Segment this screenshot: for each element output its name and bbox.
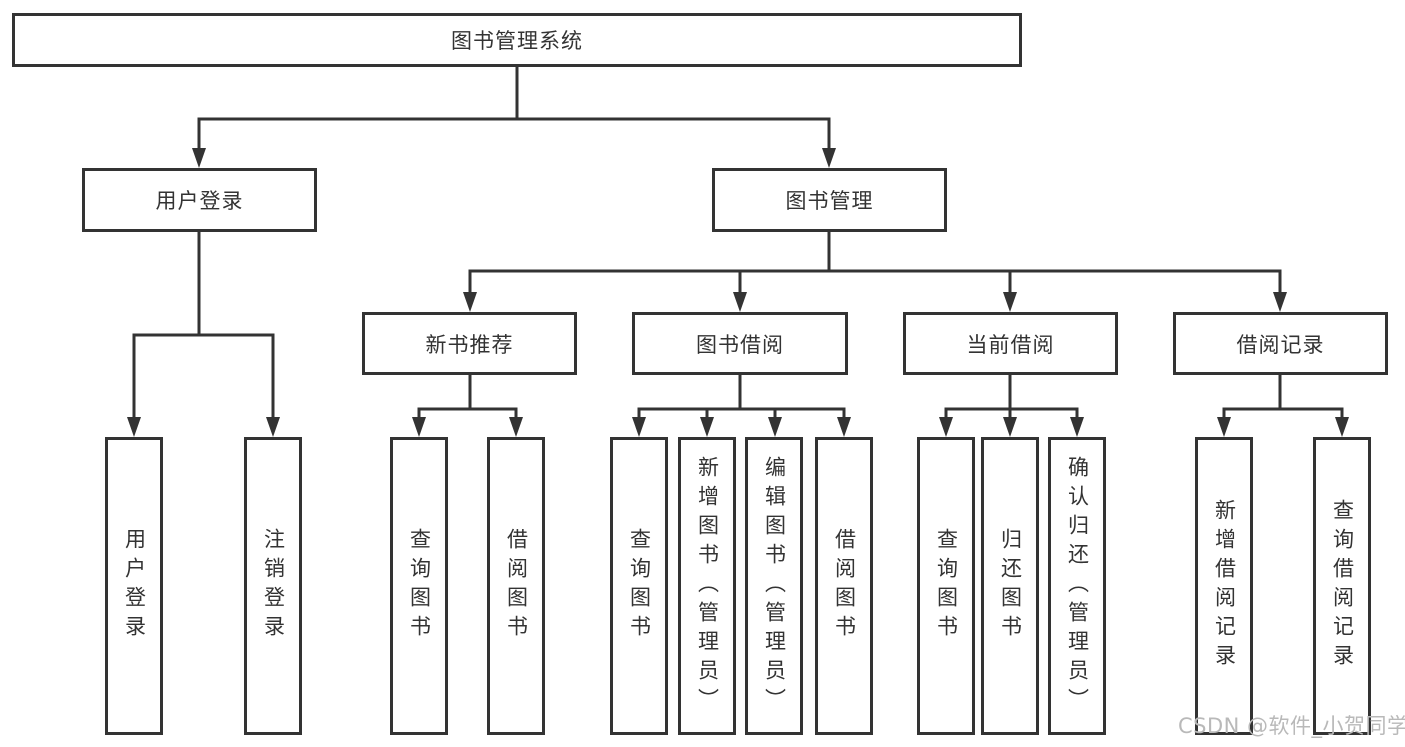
node-label: 借阅图书 xyxy=(504,528,529,644)
node-label: 编辑图书（管理员） xyxy=(762,455,787,717)
node-root: 图书管理系统 xyxy=(12,13,1022,67)
leaf-add-borrow-record: 新增借阅记录 xyxy=(1195,437,1253,735)
leaf-edit-book-admin: 编辑图书（管理员） xyxy=(745,437,803,735)
leaf-borrow-book-2: 借阅图书 xyxy=(815,437,873,735)
connector-level2-branch xyxy=(197,117,831,152)
node-label: 图书借阅 xyxy=(696,332,784,357)
connector-book-borrow-branch xyxy=(637,407,846,421)
arrow-icon xyxy=(412,417,426,437)
arrow-icon xyxy=(1003,417,1017,437)
node-label: 注销登录 xyxy=(261,528,286,644)
arrow-icon xyxy=(192,148,206,168)
node-label: 查询图书 xyxy=(934,528,959,644)
arrow-icon xyxy=(509,417,523,437)
node-label: 确认归还（管理员） xyxy=(1065,455,1090,717)
connector-user-login-branch xyxy=(132,333,275,421)
node-label: 用户登录 xyxy=(122,528,147,644)
leaf-add-book-admin: 新增图书（管理员） xyxy=(678,437,736,735)
node-borrow-record: 借阅记录 xyxy=(1173,312,1388,375)
leaf-logout: 注销登录 xyxy=(244,437,302,735)
node-label: 新增图书（管理员） xyxy=(695,455,720,717)
node-label: 查询借阅记录 xyxy=(1330,499,1355,673)
node-label: 用户登录 xyxy=(155,189,244,213)
node-label: 查询图书 xyxy=(407,528,432,644)
arrow-icon xyxy=(700,417,714,437)
arrow-icon xyxy=(1217,417,1231,437)
arrow-icon xyxy=(463,292,477,312)
leaf-query-book-1: 查询图书 xyxy=(390,437,448,735)
arrow-icon xyxy=(1335,417,1349,437)
arrow-icon xyxy=(939,417,953,437)
node-label: 归还图书 xyxy=(998,528,1023,644)
arrow-icon xyxy=(632,417,646,437)
arrowheads xyxy=(127,148,1349,437)
node-new-book-recommend: 新书推荐 xyxy=(362,312,577,375)
node-label: 借阅图书 xyxy=(832,528,857,644)
node-book-management: 图书管理 xyxy=(712,168,947,232)
leaf-query-book-2: 查询图书 xyxy=(610,437,668,735)
connector-borrow-record-branch xyxy=(1222,407,1344,421)
node-label: 新增借阅记录 xyxy=(1212,499,1237,673)
leaf-user-login: 用户登录 xyxy=(105,437,163,735)
node-label: 查询图书 xyxy=(627,528,652,644)
node-label: 图书管理 xyxy=(785,189,874,213)
leaf-query-borrow-record: 查询借阅记录 xyxy=(1313,437,1371,735)
node-label: 新书推荐 xyxy=(425,332,514,357)
node-label: 当前借阅 xyxy=(966,332,1055,357)
leaf-borrow-book-1: 借阅图书 xyxy=(487,437,545,735)
leaf-return-book: 归还图书 xyxy=(981,437,1039,735)
watermark: CSDN @软件_小贺同学 xyxy=(1178,714,1405,738)
arrow-icon xyxy=(1070,417,1084,437)
node-label: 借阅记录 xyxy=(1236,332,1325,357)
connector-new-book-branch xyxy=(417,407,518,421)
connector-level3-branch xyxy=(468,269,1282,296)
arrow-icon xyxy=(768,417,782,437)
arrow-icon xyxy=(127,417,141,437)
arrow-icon xyxy=(822,148,836,168)
arrow-icon xyxy=(1003,292,1017,312)
node-current-borrow: 当前借阅 xyxy=(903,312,1118,375)
node-book-borrow: 图书借阅 xyxy=(632,312,848,375)
leaf-query-book-3: 查询图书 xyxy=(917,437,975,735)
node-label: 图书管理系统 xyxy=(451,29,583,53)
arrow-icon xyxy=(266,417,280,437)
leaf-confirm-return-admin: 确认归还（管理员） xyxy=(1048,437,1106,735)
arrow-icon xyxy=(733,292,747,312)
arrow-icon xyxy=(1273,292,1287,312)
arrow-icon xyxy=(837,417,851,437)
node-user-login: 用户登录 xyxy=(82,168,317,232)
